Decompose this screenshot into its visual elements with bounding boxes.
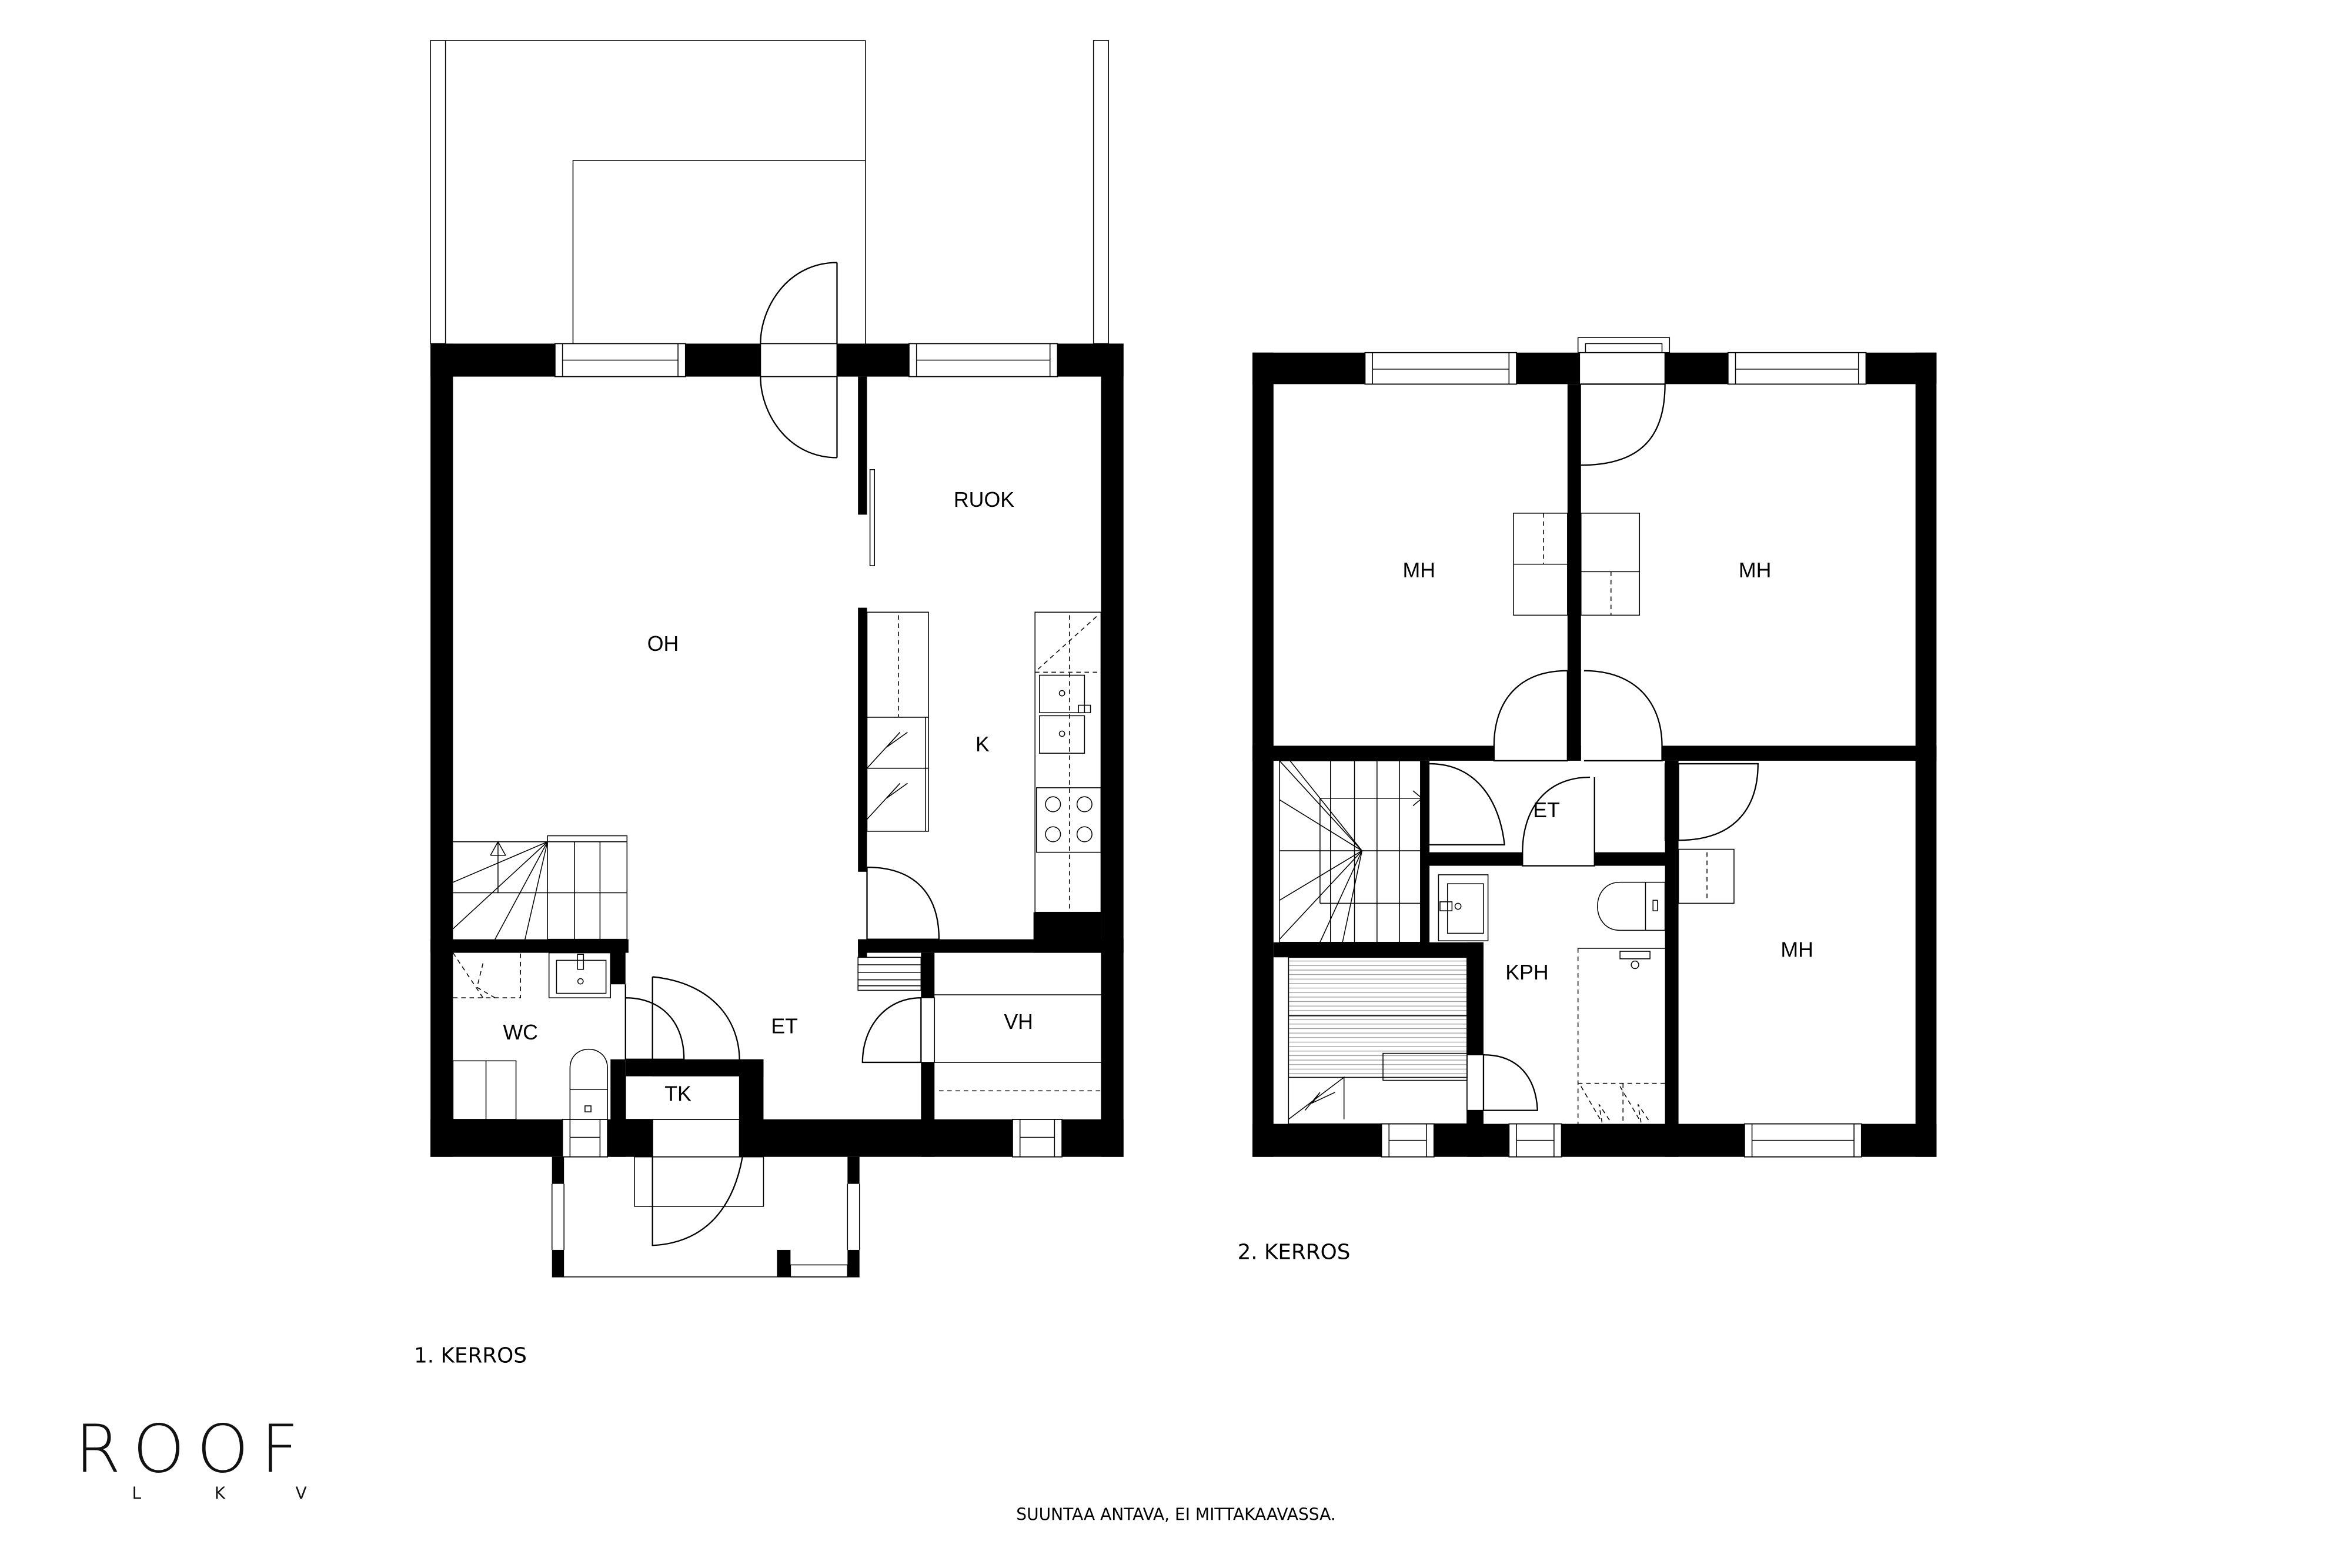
roof-lkv-logo: ROOF L K V <box>75 1412 311 1503</box>
sauna <box>1288 957 1538 1125</box>
disclaimer-note: SUUNTAA ANTAVA, EI MITTAKAAVASSA. <box>1016 1505 1335 1524</box>
room-label-et-2: ET <box>1533 798 1560 822</box>
wardrobes <box>1513 513 1735 904</box>
room-label-k: K <box>975 733 990 756</box>
stairs-floor-2 <box>1279 760 1423 943</box>
floor-2-walls <box>1252 352 1937 1157</box>
kitchen-counter-right <box>1034 611 1102 913</box>
terrace <box>430 40 1109 345</box>
logo-sub-letter-k: K <box>215 1484 226 1503</box>
wc-door <box>624 984 685 1060</box>
room-label-wc: WC <box>503 1021 538 1044</box>
room-label-ruok: RUOK <box>954 488 1014 511</box>
logo-main-text: ROOF <box>75 1412 311 1488</box>
logo-sub-letter-v: V <box>296 1484 307 1503</box>
kph-fixtures <box>1438 874 1666 1124</box>
vh-door-jamb <box>920 997 936 1063</box>
room-label-oh: OH <box>647 632 679 656</box>
wc-fixtures <box>452 952 612 1120</box>
kitchen-cabinets-left <box>866 611 929 832</box>
mh2-balcony-door <box>1581 383 1666 466</box>
et-shoe-rack <box>857 957 922 991</box>
vh-door <box>861 997 922 1064</box>
floor-2-plan: MH MH MH ET KPH <box>1252 337 1937 1158</box>
room-label-tk: TK <box>664 1082 691 1106</box>
mh2-door <box>1583 670 1663 762</box>
floor-2-label: 2. KERROS <box>1238 1240 1351 1264</box>
room-label-mh-1: MH <box>1402 559 1435 582</box>
kitchen-door <box>866 866 940 940</box>
floor-1-windows <box>554 343 1063 1158</box>
room-label-vh: VH <box>1004 1010 1033 1034</box>
mh3-door-jamb <box>1664 763 1679 841</box>
entrance-porch <box>552 1119 860 1278</box>
mh1-door <box>1493 670 1568 762</box>
room-label-kph: KPH <box>1505 961 1548 984</box>
floor-1-walls <box>430 343 1124 1157</box>
floor-2-windows <box>1364 337 1867 1158</box>
logo-sub-letter-l: L <box>132 1484 141 1503</box>
vh-fixtures <box>934 994 1101 1092</box>
et-closet-door <box>652 976 740 1061</box>
sauna-door <box>1482 1054 1538 1111</box>
room-label-mh-3: MH <box>1780 938 1813 961</box>
room-label-et: ET <box>771 1015 798 1038</box>
room-label-mh-2: MH <box>1739 559 1772 582</box>
stair-door <box>1429 763 1505 846</box>
kph-door <box>1522 776 1595 867</box>
mh3-door <box>1678 763 1759 841</box>
stairs-floor-1 <box>452 835 628 940</box>
sliding-door <box>869 469 876 566</box>
floor-1-label: 1. KERROS <box>414 1343 527 1368</box>
floor-1-plan: OH RUOK K WC ET TK VH <box>430 40 1124 1278</box>
terrace-door <box>760 262 838 459</box>
